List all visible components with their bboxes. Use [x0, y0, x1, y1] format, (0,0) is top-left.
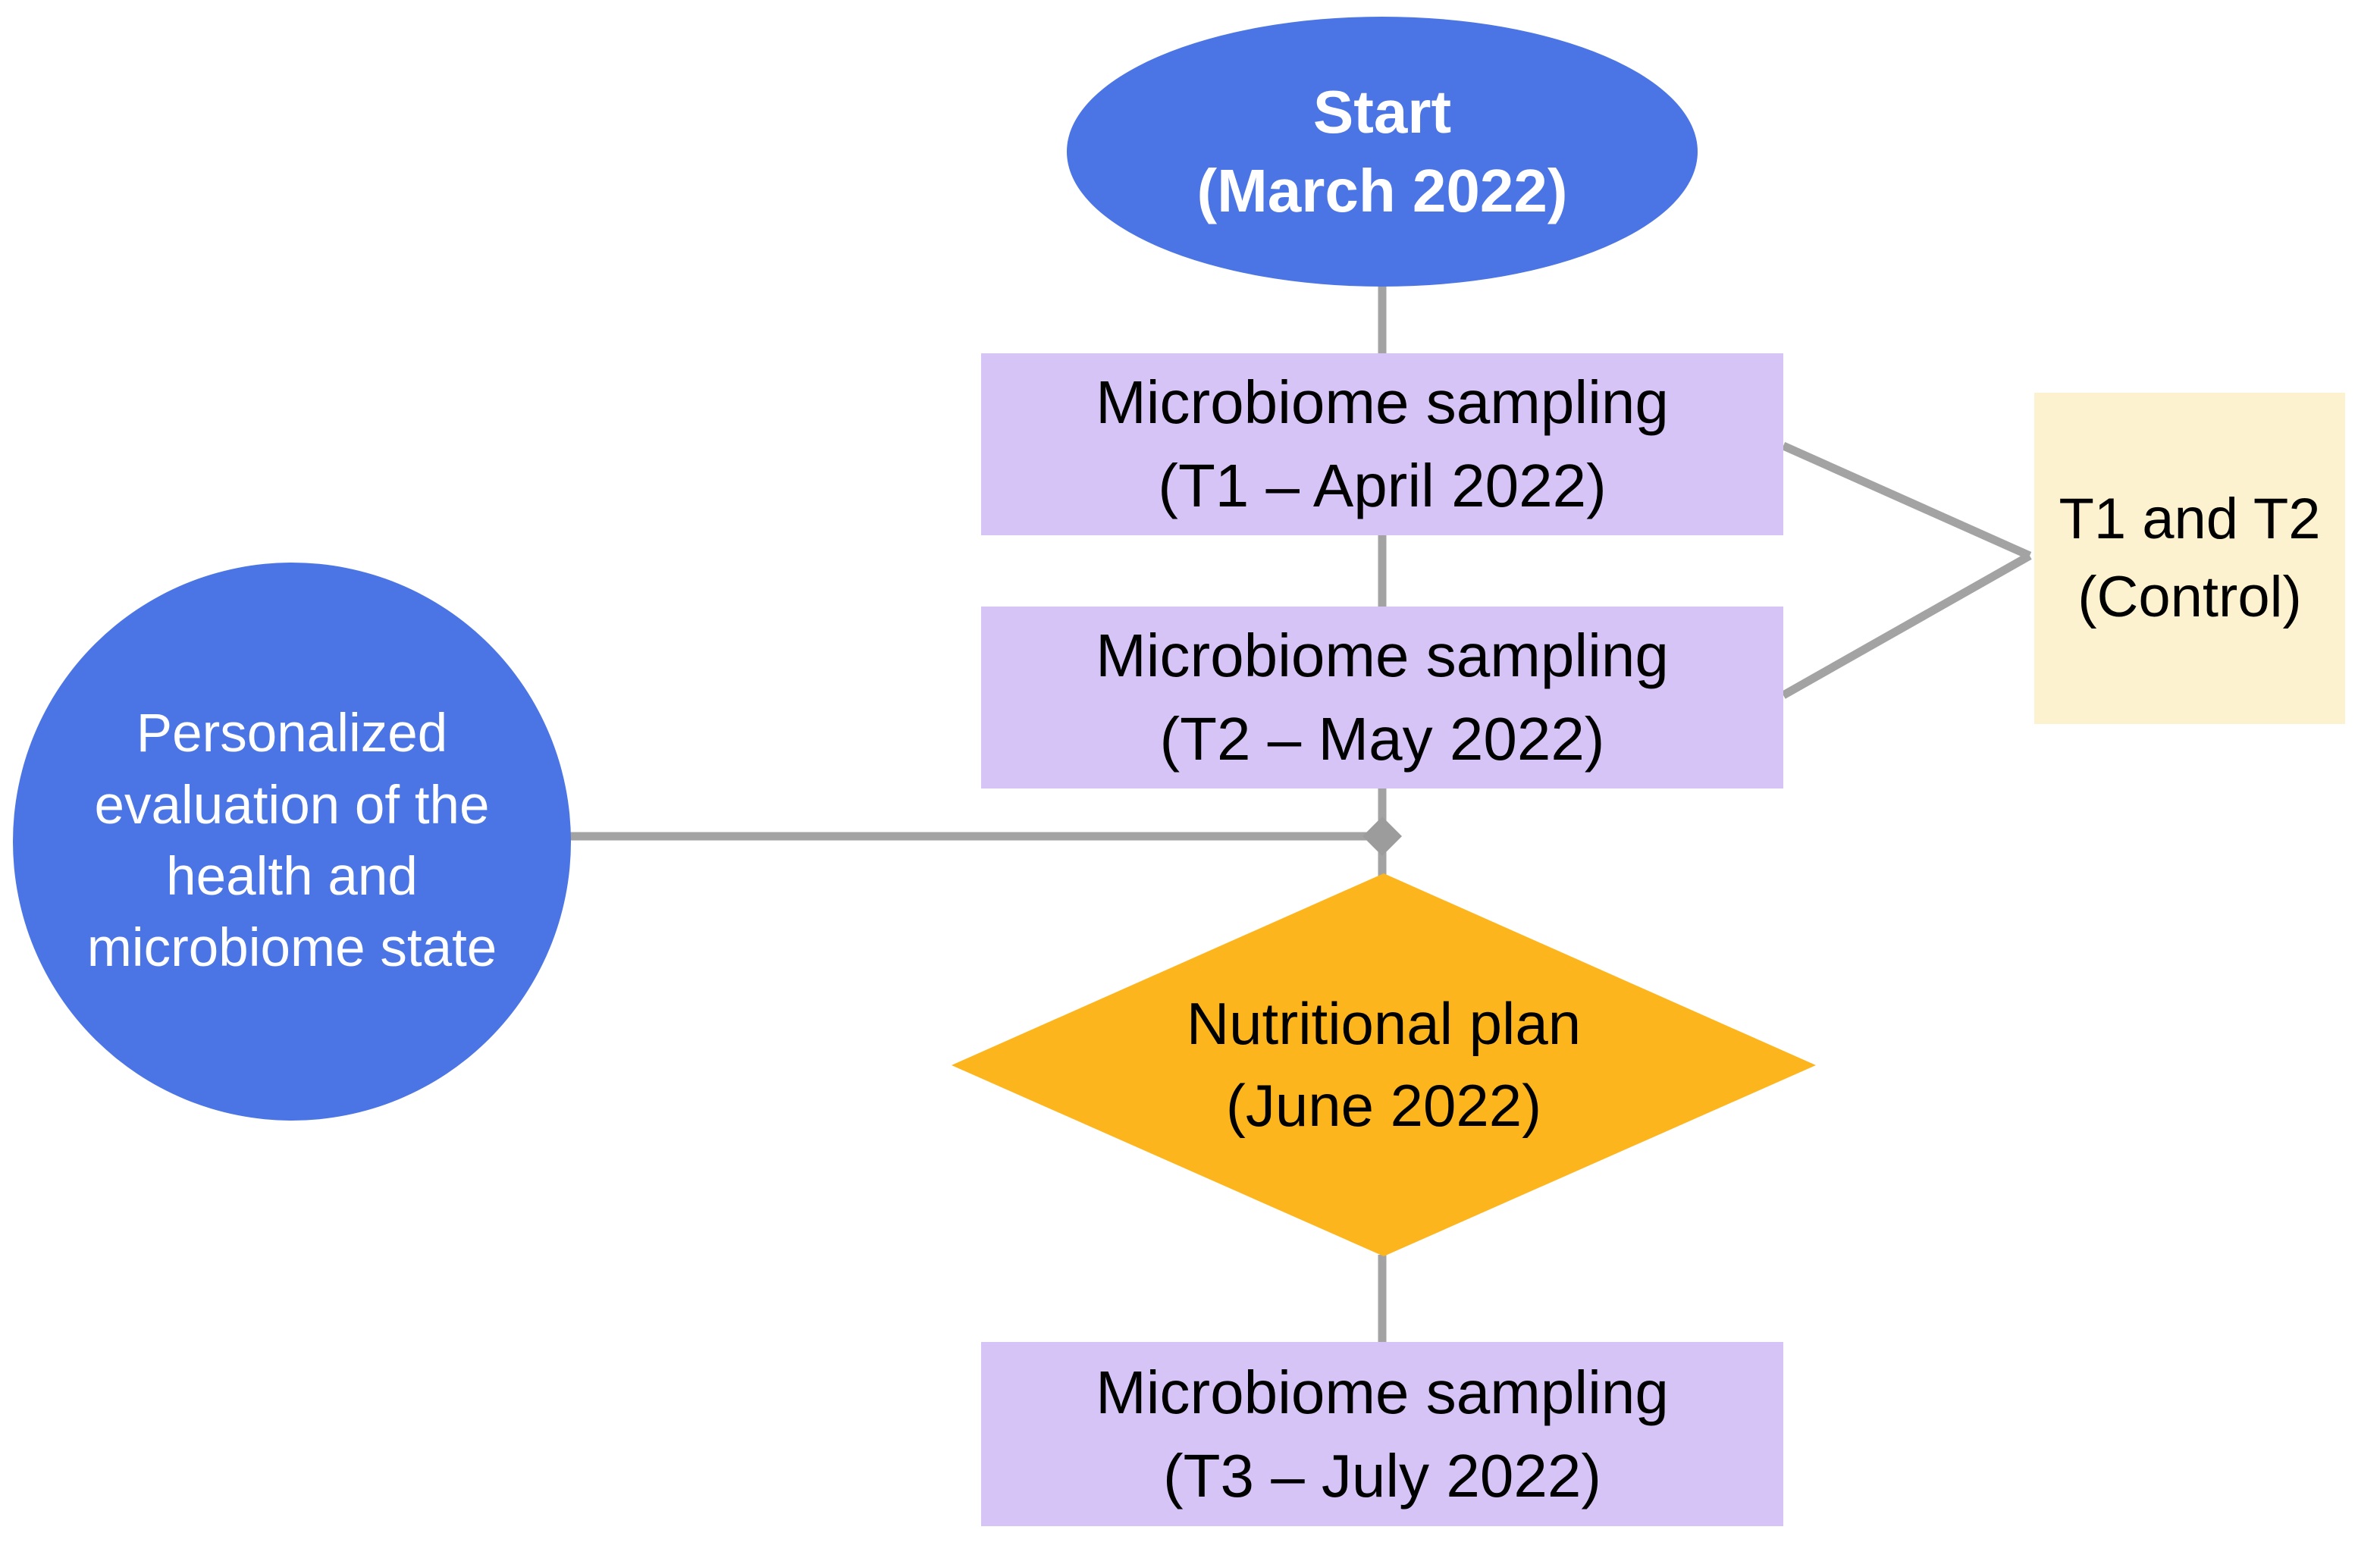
- sampling-t3-line2: (T3 – July 2022): [1162, 1441, 1602, 1510]
- sampling-t2-line2: (T2 – May 2022): [1159, 705, 1605, 773]
- control-group-node: T1 and T2 (Control): [2034, 393, 2345, 724]
- evaluation-line4: microbiome state: [86, 918, 497, 979]
- microbiome-sampling-t1-node: Microbiome sampling (T1 – April 2022): [981, 353, 1783, 535]
- evaluation-line3: health and: [166, 847, 418, 907]
- control-line2: (Control): [2077, 564, 2302, 629]
- nutritional-plan-line2: (June 2022): [1225, 1071, 1542, 1139]
- sampling-t1-line1: Microbiome sampling: [1096, 368, 1669, 437]
- connector-t2-to-control: [1781, 552, 2032, 699]
- sampling-t2-line1: Microbiome sampling: [1096, 622, 1669, 690]
- nutritional-plan-node: Nutritional plan (June 2022): [952, 873, 1816, 1256]
- start-node-line1: Start: [1312, 78, 1452, 146]
- personalized-evaluation-node: Personalized evaluation of the health an…: [13, 563, 571, 1121]
- nutritional-plan-diamond-shape: [952, 873, 1816, 1256]
- connector-t1-to-control: [1781, 441, 2032, 560]
- evaluation-line1: Personalized: [136, 704, 448, 764]
- start-node-line2: (March 2022): [1196, 157, 1568, 224]
- control-line1: T1 and T2: [2059, 486, 2321, 551]
- junction-marker: [1362, 817, 1402, 856]
- start-node: Start (March 2022): [1067, 17, 1698, 287]
- microbiome-sampling-t2-node: Microbiome sampling (T2 – May 2022): [981, 607, 1783, 788]
- microbiome-sampling-t3-node: Microbiome sampling (T3 – July 2022): [981, 1342, 1783, 1526]
- sampling-t3-line1: Microbiome sampling: [1096, 1358, 1669, 1426]
- evaluation-line2: evaluation of the: [94, 775, 490, 835]
- nutritional-plan-line1: Nutritional plan: [1186, 989, 1582, 1057]
- sampling-t1-line2: (T1 – April 2022): [1158, 452, 1607, 519]
